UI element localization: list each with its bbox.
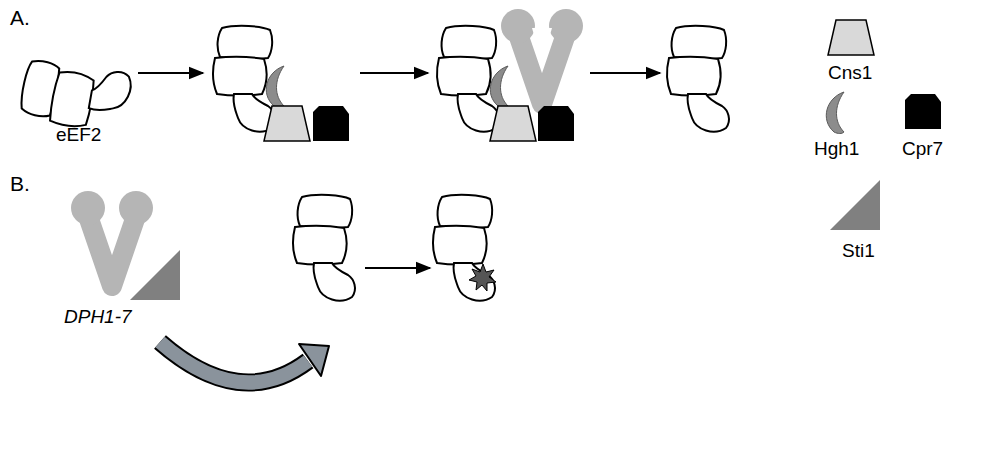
sti1-triangle [130,250,180,300]
legend-sample [905,94,941,129]
curved-arrow-outline [160,342,308,382]
panel-letter: B. [10,172,30,196]
legend-text: Cpr7 [902,138,943,160]
curved-arrow [160,342,308,382]
legend-sample [828,20,874,55]
curved-arrow-head [299,344,329,376]
panel-letter: A. [10,6,30,30]
reaction-arrow [590,72,660,74]
legend-sample [830,180,880,230]
reaction-arrow [365,267,430,269]
eef2-protein [18,56,133,135]
cpr7-shape [538,106,574,141]
reaction-arrow [360,72,428,74]
reaction-arrow [138,72,203,74]
legend-text: Sti1 [842,240,875,262]
eef2-protein [213,26,275,132]
legend-text: Hgh1 [814,138,859,160]
eef2-protein [437,26,499,132]
dimer-cleft [532,28,552,62]
eef2-protein [293,195,355,301]
protein-name: eEF2 [56,124,101,146]
diphthamide-mark [469,264,496,291]
hsp90-dimer [71,191,153,286]
hsp90-dimer [501,9,583,104]
eef2-protein [667,26,729,132]
cns1-trapezoid [490,106,536,141]
cns1-trapezoid [264,106,310,141]
hgh1-crescent [266,66,284,108]
hgh1-crescent [490,66,508,108]
legend-sample [826,92,844,134]
legend-text: Cns1 [828,62,872,84]
cpr7-shape [313,106,349,141]
gene-name: DPH1-7 [64,306,132,328]
